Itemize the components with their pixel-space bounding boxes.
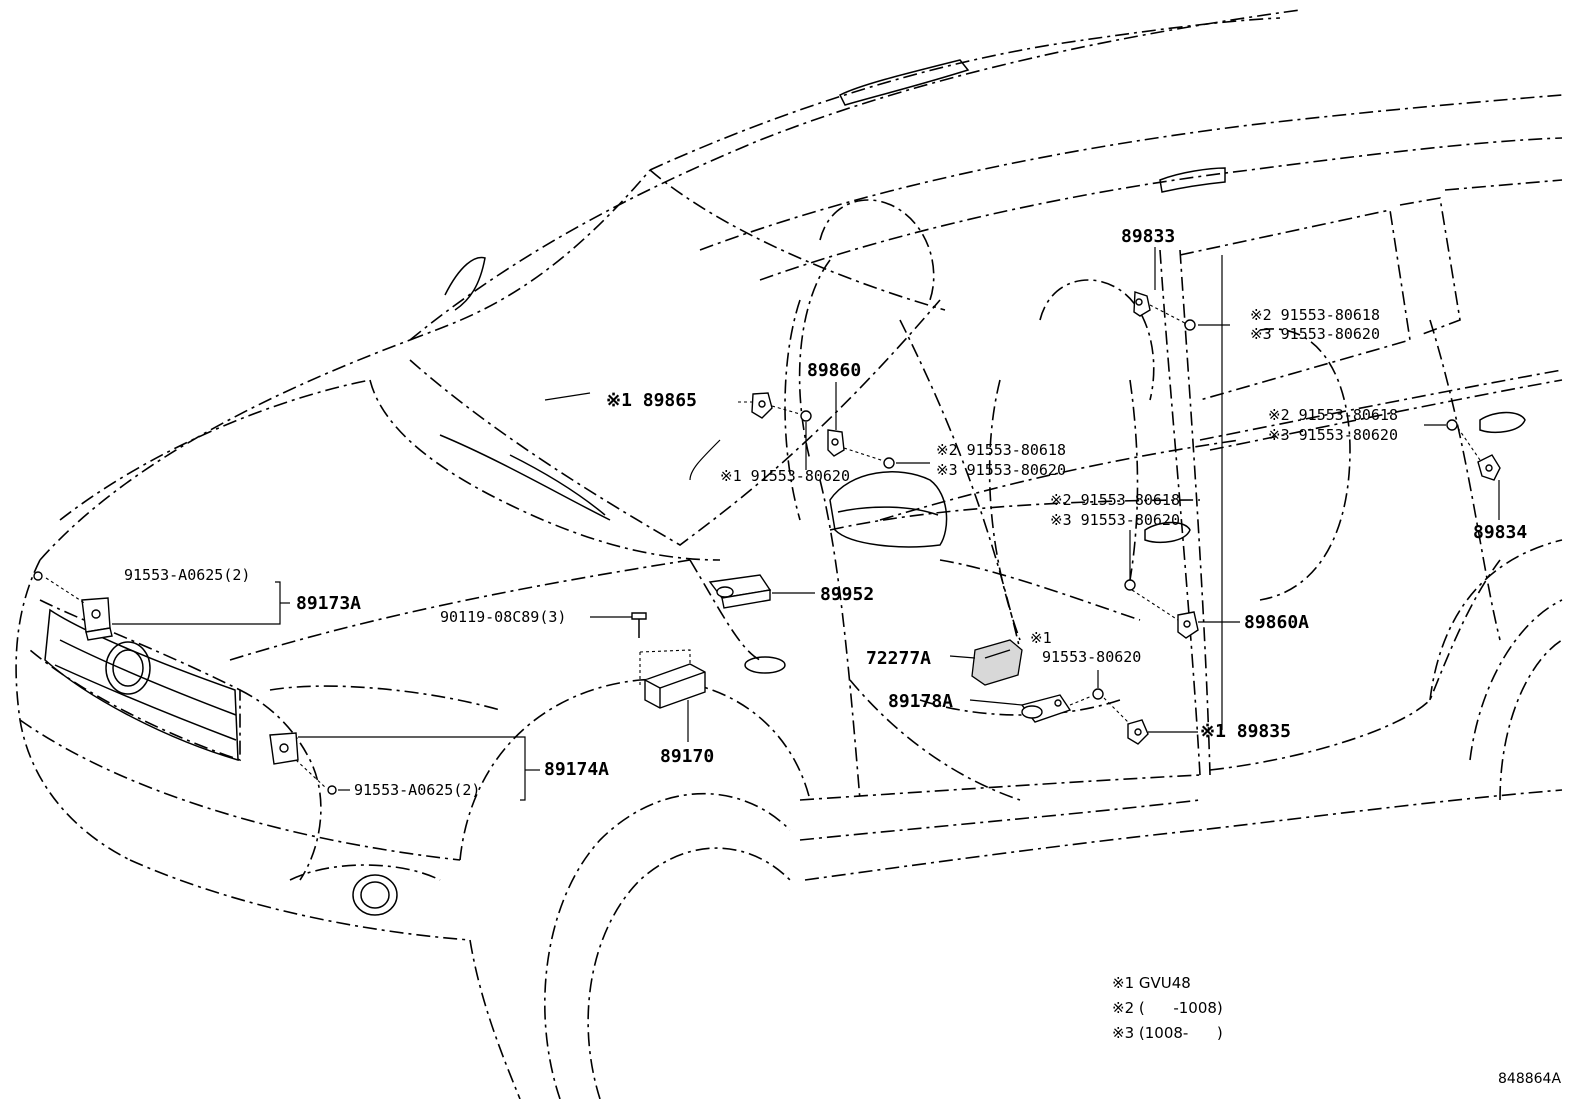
sensor-89865-icon <box>751 392 773 419</box>
labels: 89833 ※2 91553-80618 ※3 91553-80620 ※1 8… <box>124 226 1527 799</box>
label-89174A: 89174A <box>544 759 609 780</box>
note-2: ※2 ( -1008) <box>1112 999 1223 1017</box>
bracket-72277A-icon <box>971 639 1023 686</box>
sensor-89835-icon <box>1127 719 1149 745</box>
label-89178A: 89178A <box>888 691 953 712</box>
label-89860: 89860 <box>807 360 861 381</box>
label-bolt: ※2 91553-80618 <box>1268 406 1398 424</box>
module-89170-icon <box>639 649 706 709</box>
label-bolt: ※3 91553-80620 <box>1250 325 1380 343</box>
sensor-89833-icon <box>1133 291 1151 317</box>
leader-lines <box>45 247 1500 801</box>
label-bolt: ※3 91553-80620 <box>936 461 1066 479</box>
sensor-89834-icon <box>1477 454 1501 481</box>
bolt-icon <box>1184 319 1196 331</box>
label-bolt: 90119-08C89(3) <box>440 608 566 626</box>
label-bolt: ※2 91553-80618 <box>1250 306 1380 324</box>
note-1: ※1 GVU48 <box>1112 974 1191 992</box>
label-89834: 89834 <box>1473 522 1527 543</box>
label-bolt: 91553-80620 <box>1042 648 1141 666</box>
label-bolt: ※2 91553-80618 <box>1050 491 1180 509</box>
label-89833: 89833 <box>1121 226 1175 247</box>
note-3: ※3 (1008- ) <box>1112 1024 1223 1042</box>
bolt-icon <box>1446 419 1458 431</box>
label-bolt: ※1 91553-80620 <box>720 467 850 485</box>
label-89835: ※1 89835 <box>1200 721 1291 742</box>
bolt-icon <box>1124 579 1136 591</box>
label-bolt: ※2 91553-80618 <box>936 441 1066 459</box>
module-89952-icon <box>708 574 772 609</box>
label-89173A: 89173A <box>296 593 361 614</box>
label-89952: 89952 <box>820 584 874 605</box>
label-bolt: ※3 91553-80620 <box>1268 426 1398 444</box>
label-bolt: ※3 91553-80620 <box>1050 511 1180 529</box>
label-bolt: 91553-A0625(2) <box>124 566 250 584</box>
label-89170: 89170 <box>660 746 714 767</box>
sensor-89174A-icon <box>269 732 299 765</box>
sensor-89178A-icon <box>1020 694 1072 723</box>
legend-notes: ※1 GVU48 ※2 ( -1008) ※3 (1008- ) <box>1112 974 1223 1042</box>
sensor-89173A-icon <box>81 597 113 641</box>
sensor-89860-icon <box>827 429 845 457</box>
bolt-icon <box>327 785 337 795</box>
bolt-90119-icon <box>631 612 647 638</box>
label-89860A: 89860A <box>1244 612 1309 633</box>
vehicle-body <box>15 9 1563 1099</box>
label-89865: ※1 89865 <box>606 390 697 411</box>
label-bolt: 91553-A0625(2) <box>354 781 480 799</box>
bolt-icon <box>800 410 812 422</box>
diagram-code: 848864A <box>1498 1071 1561 1087</box>
label-bolt-note: ※1 <box>1030 629 1052 647</box>
bolt-icon <box>33 571 43 581</box>
sensor-89860A-icon <box>1177 611 1199 639</box>
label-72277A: 72277A <box>866 648 931 669</box>
parts <box>33 291 1501 795</box>
bolt-icon <box>883 457 895 469</box>
bolt-icon <box>1092 688 1104 700</box>
